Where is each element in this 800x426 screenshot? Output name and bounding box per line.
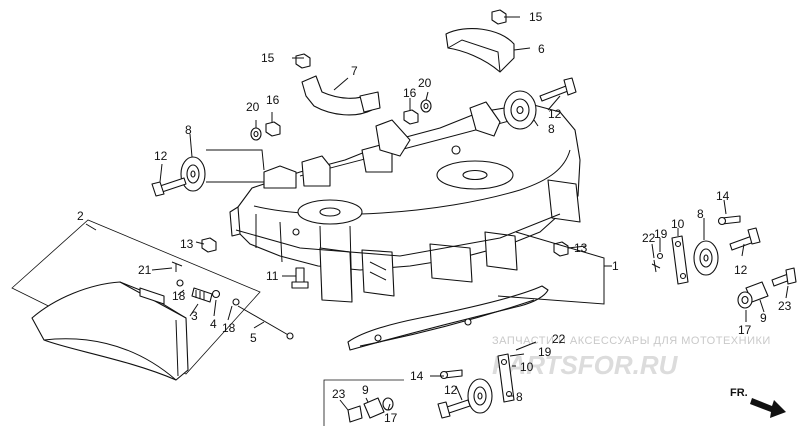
nut-13-left xyxy=(201,237,217,253)
callout-8-right: 8 xyxy=(697,207,704,221)
callout-labels: 1 2 3 4 5 6 7 8 8 8 8 9 9 10 10 11 12 12… xyxy=(77,10,792,425)
leader-lines xyxy=(85,16,789,411)
inset-box xyxy=(323,379,404,426)
belt-cover xyxy=(445,28,515,73)
callout-9-right: 9 xyxy=(760,311,767,325)
arm-10-right xyxy=(671,235,689,285)
pulley-left xyxy=(180,156,206,192)
callout-17-inset: 17 xyxy=(384,411,398,425)
clip-19-22-right xyxy=(651,252,664,273)
watermark: ЗАПЧАСТИ И АКСЕССУАРЫ ДЛЯ МОТОТЕХНИКИ PA… xyxy=(492,335,771,380)
nut-17-right xyxy=(737,291,753,309)
bolt-14-right xyxy=(717,215,741,226)
callout-20-center: 20 xyxy=(418,76,432,90)
pulley-bottom xyxy=(467,378,493,414)
pulley-top-right xyxy=(503,90,537,130)
callout-20-left: 20 xyxy=(246,100,260,114)
callout-18-left: 18 xyxy=(172,289,186,303)
callout-16-left: 16 xyxy=(266,93,280,107)
callout-12-right: 12 xyxy=(734,263,748,277)
watermark-line2: PARTSFOR.RU xyxy=(492,350,679,380)
callout-8-top-right: 8 xyxy=(548,122,555,136)
front-arrow-icon xyxy=(750,398,786,418)
front-direction-indicator: FR. xyxy=(730,387,786,418)
callout-19-bottom: 19 xyxy=(538,345,552,359)
nut-13-right xyxy=(553,241,569,257)
callout-12-top-right: 12 xyxy=(548,107,562,121)
callout-11: 11 xyxy=(266,269,279,283)
callout-16-center: 16 xyxy=(403,86,417,100)
callout-8-bottom: 8 xyxy=(516,390,523,404)
deck-baffle-strip xyxy=(347,285,549,351)
discharge-chute xyxy=(11,219,261,381)
callout-15-top: 15 xyxy=(529,10,543,24)
washer-20-center xyxy=(420,99,432,113)
nut-16-left xyxy=(265,121,281,137)
callout-14-right: 14 xyxy=(716,189,730,203)
callout-15-left: 15 xyxy=(261,51,275,65)
bolt-23-right xyxy=(771,267,797,287)
chute-hinge-parts xyxy=(171,261,294,340)
nut-15-left xyxy=(295,53,311,69)
callout-22-right: 22 xyxy=(642,231,656,245)
callout-13-left: 13 xyxy=(180,237,194,251)
callout-4: 4 xyxy=(210,317,217,331)
bolt-12-bottom xyxy=(437,399,471,419)
mower-deck-housing xyxy=(229,101,581,303)
bolt-12-right xyxy=(729,227,761,251)
callout-8-left: 8 xyxy=(185,123,192,137)
bolt-11 xyxy=(291,267,309,289)
callout-6: 6 xyxy=(538,42,545,56)
front-label: FR. xyxy=(730,387,748,399)
callout-14-bottom: 14 xyxy=(410,369,424,383)
callout-10-right: 10 xyxy=(671,217,685,231)
callout-12-bottom: 12 xyxy=(444,383,458,397)
nut-15-top xyxy=(491,9,507,25)
callout-1: 1 xyxy=(612,259,619,273)
callout-7: 7 xyxy=(351,64,358,78)
callout-5: 5 xyxy=(250,331,257,345)
callout-19-right: 19 xyxy=(654,227,668,241)
callout-22-bottom: 22 xyxy=(552,332,566,346)
callout-10-bottom: 10 xyxy=(520,360,534,374)
callout-18-right: 18 xyxy=(222,321,236,335)
callout-13-right: 13 xyxy=(574,241,588,255)
nut-16-center xyxy=(403,109,419,125)
bolt-12-left xyxy=(151,177,187,197)
bolt-14-bottom xyxy=(439,369,463,380)
washer-20-left xyxy=(250,127,262,141)
callout-9-inset: 9 xyxy=(362,383,369,397)
mounting-bracket xyxy=(301,75,381,116)
arm-10-bottom xyxy=(497,353,515,403)
pulley-right xyxy=(693,240,719,276)
callout-23-inset: 23 xyxy=(332,387,346,401)
callout-3: 3 xyxy=(191,309,198,323)
callout-2: 2 xyxy=(77,209,84,223)
callout-17-right: 17 xyxy=(738,323,752,337)
callout-21: 21 xyxy=(138,263,152,277)
bolt-12-top-right xyxy=(539,77,577,102)
callout-12-left: 12 xyxy=(154,149,168,163)
watermark-line1: ЗАПЧАСТИ И АКСЕССУАРЫ ДЛЯ МОТОТЕХНИКИ xyxy=(492,335,771,347)
callout-23-right: 23 xyxy=(778,299,792,313)
